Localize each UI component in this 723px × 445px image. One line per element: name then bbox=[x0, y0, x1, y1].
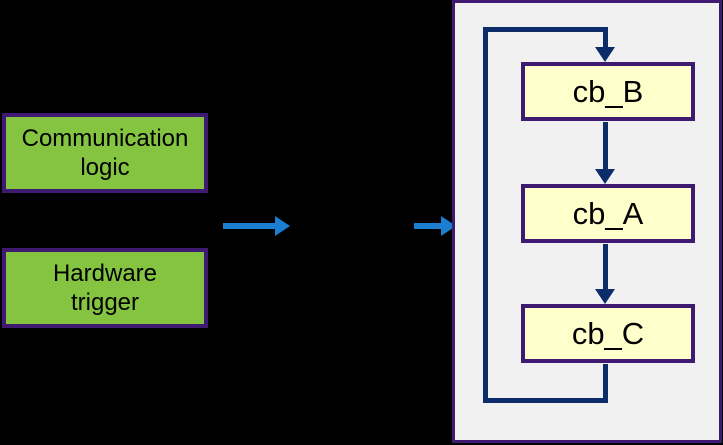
communication-logic-label-line2: logic bbox=[80, 154, 130, 181]
loop-top-line bbox=[483, 27, 608, 32]
arrow-head bbox=[275, 216, 290, 236]
loop-bottom-line bbox=[483, 398, 608, 403]
loop-entry-line bbox=[603, 27, 608, 49]
callback-label: cb_C bbox=[571, 315, 645, 351]
arrow-shaft bbox=[414, 223, 442, 229]
callback-box-cb-b: cb_B bbox=[521, 62, 695, 121]
connector-cbA-to-cbC bbox=[603, 244, 608, 290]
down-arrow-icon bbox=[595, 47, 615, 62]
hardware-trigger-label-line2: trigger bbox=[70, 289, 140, 316]
arrow-shaft bbox=[223, 223, 276, 229]
callback-label: cb_B bbox=[572, 73, 644, 109]
down-arrow-icon bbox=[595, 169, 615, 184]
callback-box-cb-c: cb_C bbox=[521, 304, 695, 363]
communication-logic-box: Communication logic bbox=[2, 113, 208, 193]
hardware-trigger-box: Hardware trigger bbox=[2, 248, 208, 328]
connector-cbB-to-cbA bbox=[603, 122, 608, 170]
communication-logic-label-line1: Communication bbox=[21, 125, 189, 152]
callback-label: cb_A bbox=[572, 195, 644, 231]
hardware-trigger-label-line1: Hardware bbox=[52, 260, 158, 287]
loop-left-line bbox=[483, 27, 488, 403]
loop-exit-line bbox=[603, 364, 608, 403]
callback-box-cb-a: cb_A bbox=[521, 184, 695, 243]
down-arrow-icon bbox=[595, 289, 615, 304]
